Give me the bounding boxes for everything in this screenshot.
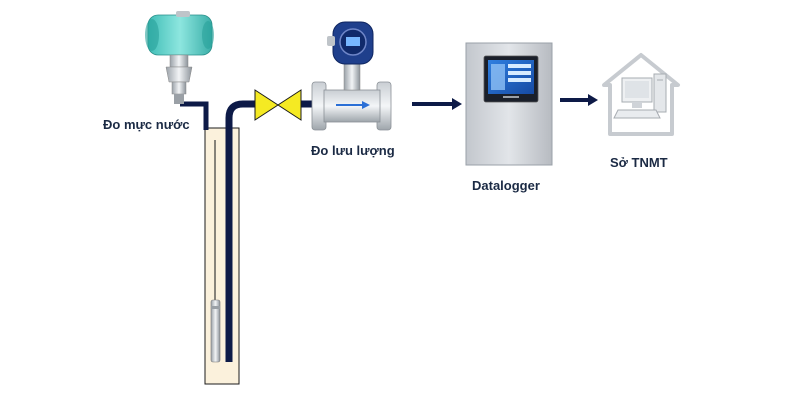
arrow-to-datalogger: [412, 98, 462, 110]
label-department: Sở TNMT: [610, 155, 668, 170]
label-water-level: Đo mực nước: [103, 117, 190, 132]
pressure-transmitter-icon: [145, 11, 214, 104]
pipe: [225, 100, 262, 362]
valve-icon: [254, 89, 302, 121]
computer-house-icon: [602, 53, 680, 136]
level-sensor-icon: [210, 299, 221, 363]
arrow-to-department: [560, 94, 598, 106]
transmitter-cable: [180, 101, 209, 130]
flow-meter-icon: [311, 21, 392, 131]
datalogger-icon: [465, 42, 553, 166]
label-datalogger: Datalogger: [472, 178, 540, 193]
well-casing: [204, 127, 240, 385]
label-flow: Đo lưu lượng: [311, 143, 395, 158]
